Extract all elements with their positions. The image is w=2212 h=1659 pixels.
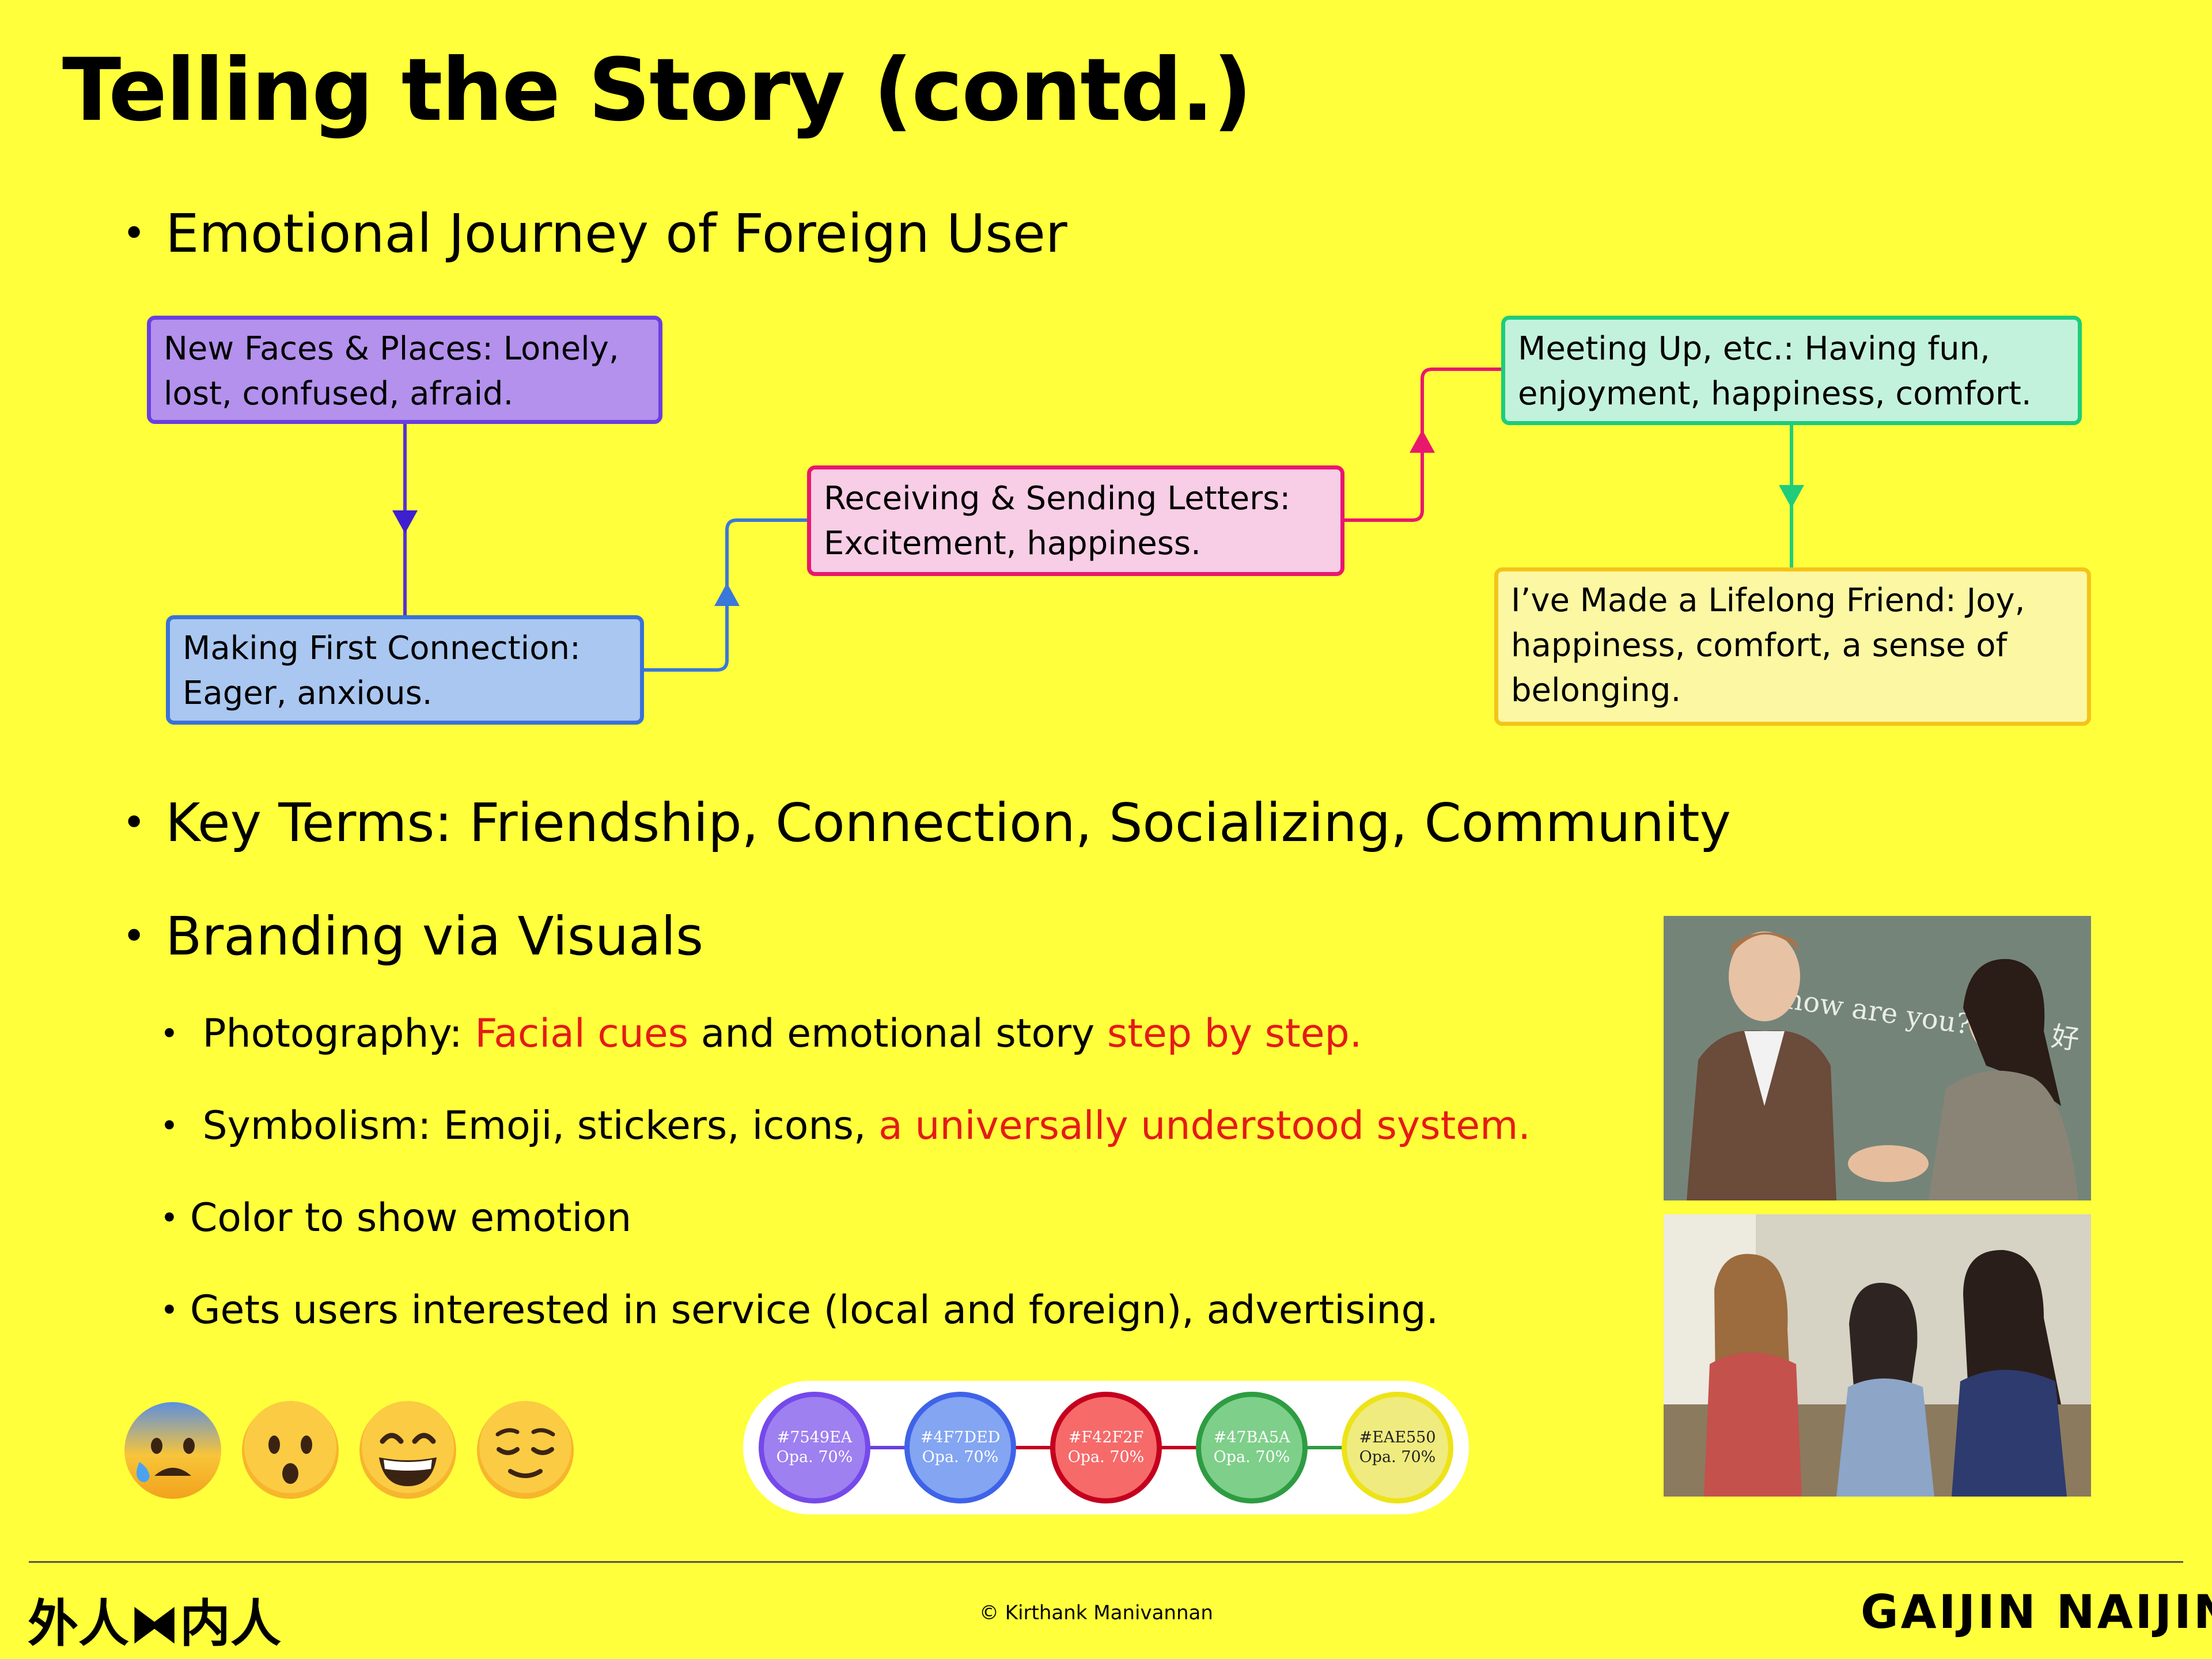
swatch-green: #47BA5A Opa. 70% [1196, 1392, 1308, 1503]
key-terms: Key Terms: Friendship, Connection, Socia… [122, 792, 1731, 854]
step-line: I’ve Made a Lifelong Friend: Joy, [1511, 582, 2025, 619]
journey-step-letters: Receiving & Sending Letters: Excitement,… [807, 465, 1344, 576]
photo-three-friends-laughing [1664, 1214, 2091, 1497]
photo-two-people-greeting: how are you? 我 你 好 [1664, 916, 2091, 1200]
swatch-opacity: Opa. 70% [1067, 1448, 1145, 1466]
step-line: Meeting Up, etc.: Having fun, [1518, 330, 1990, 368]
swatch-hex: #47BA5A [1213, 1429, 1290, 1446]
branding-item-color: Color to show emotion [160, 1195, 631, 1241]
relieved-face-icon [475, 1400, 576, 1501]
branding-item-photography: Photography: Facial cues and emotional s… [160, 1011, 1362, 1056]
symbolism-highlight: a universally understood system. [878, 1103, 1531, 1149]
swatch-blue: #4F7DED Opa. 70% [904, 1392, 1016, 1503]
journey-step-lifelong-friend: I’ve Made a Lifelong Friend: Joy, happin… [1494, 567, 2091, 726]
arrow-down-1 [392, 510, 418, 533]
page-title: Telling the Story (contd.) [62, 40, 1252, 141]
swatch-hex: #EAE550 [1359, 1429, 1436, 1446]
swatch-hex: #4F7DED [920, 1429, 1001, 1446]
photography-highlight-2: step by step. [1107, 1011, 1362, 1056]
footer-brand: GAIJIN NAIJIN [1861, 1585, 2212, 1639]
footer-divider [29, 1561, 2183, 1563]
step-line: Eager, anxious. [183, 675, 433, 712]
step-line: belonging. [1511, 672, 1681, 709]
step-line: Excitement, happiness. [824, 525, 1201, 562]
step-line: happiness, comfort, a sense of [1511, 627, 2008, 664]
photography-prefix: Photography: [202, 1011, 475, 1056]
step-line: Making First Connection: [183, 630, 581, 667]
swatch-opacity: Opa. 70% [922, 1448, 999, 1466]
arrow-up-3 [1410, 430, 1435, 453]
step-line: lost, confused, afraid. [164, 375, 514, 412]
journey-step-first-connection: Making First Connection: Eager, anxious. [166, 615, 644, 725]
step-line: New Faces & Places: Lonely, [164, 330, 619, 368]
branding-item-symbolism: Symbolism: Emoji, stickers, icons, a uni… [160, 1103, 1531, 1149]
journey-connectors [392, 368, 1804, 672]
photography-highlight-1: Facial cues [475, 1011, 689, 1056]
step-line: enjoyment, happiness, comfort. [1518, 375, 2032, 412]
swatch-opacity: Opa. 70% [1359, 1448, 1436, 1466]
branding-heading: Branding via Visuals [122, 906, 703, 967]
step-line: Receiving & Sending Letters: [824, 480, 1291, 517]
footer-logo-kanji: 外人⧓内人 [28, 1594, 282, 1653]
anxious-face-with-sweat-icon [122, 1400, 224, 1501]
swatch-yellow: #EAE550 Opa. 70% [1342, 1392, 1453, 1503]
swatch-red: #F42F2F Opa. 70% [1050, 1392, 1162, 1503]
swatch-opacity: Opa. 70% [776, 1448, 853, 1466]
symbolism-prefix: Symbolism: Emoji, stickers, icons, [202, 1103, 879, 1149]
swatch-opacity: Opa. 70% [1213, 1448, 1290, 1466]
hushed-face-icon [240, 1400, 341, 1501]
journey-step-new-faces: New Faces & Places: Lonely, lost, confus… [147, 316, 662, 424]
grinning-face-icon [357, 1400, 459, 1501]
photography-middle: and emotional story [688, 1011, 1107, 1056]
swatch-purple: #7549EA Opa. 70% [759, 1392, 870, 1503]
journey-step-meeting-up: Meeting Up, etc.: Having fun, enjoyment,… [1501, 316, 2082, 425]
arrow-up-2 [714, 583, 740, 606]
branding-item-users: Gets users interested in service (local … [160, 1287, 1438, 1333]
emotion-color-palette: #7549EA Opa. 70% #4F7DED Opa. 70% #F42F2… [743, 1381, 1469, 1514]
footer-copyright: © Kirthank Manivannan [979, 1601, 1213, 1624]
swatch-hex: #7549EA [777, 1429, 853, 1446]
arrow-down-4 [1779, 485, 1804, 508]
swatch-hex: #F42F2F [1068, 1429, 1144, 1446]
journey-heading: Emotional Journey of Foreign User [122, 203, 1067, 264]
